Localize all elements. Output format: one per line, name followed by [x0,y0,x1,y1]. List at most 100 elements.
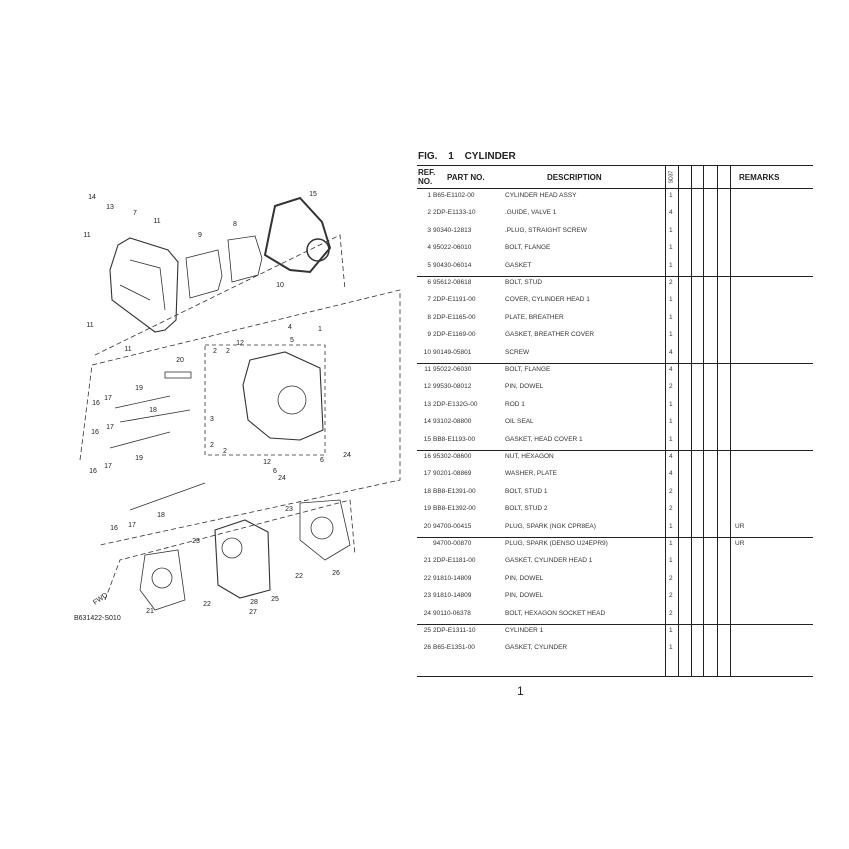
cell-ref-no: 4 [427,244,431,252]
cell-part-no: 2DP-E1191-00 [433,296,476,304]
cell-description: GASKET, CYLINDER HEAD 1 [505,557,593,565]
cell-description: OIL SEAL [505,418,534,426]
cell-ref-no: 9 [427,331,431,339]
head-cover-gasket-part [263,196,332,274]
column-divider [703,166,704,676]
part-callout: 22 [203,601,211,608]
part-callout: 19 [135,455,143,462]
part-callout: 21 [146,608,154,615]
cell-description: PIN, DOWEL [505,383,544,391]
cell-qty: 2 [669,592,673,600]
cylinder-part [214,519,271,599]
cell-description: CYLINDER 1 [505,627,544,634]
cylinder-gasket-part [139,549,186,611]
header-remarks: REMARKS [739,173,780,182]
cell-part-no: 94700-00415 [433,522,472,530]
part-callout: 18 [157,512,165,519]
cell-description: BOLT, STUD 2 [505,505,548,513]
header-qty-code: SD37 [668,170,675,184]
cell-ref-no: 7 [427,296,431,304]
cell-description: GASKET, BREATHER COVER [505,331,595,339]
cell-description: BOLT, FLANGE [505,244,551,252]
part-callout: 6 [320,457,324,464]
cell-part-no: 2DP-E1165-00 [433,313,476,321]
cell-part-no: B65-E1102-00 [433,192,475,199]
cell-ref-no: 8 [427,313,431,321]
cell-remarks: UR [735,540,745,547]
cell-description: WASHER, PLATE [505,470,558,478]
cell-description: SCREW [505,348,530,356]
column-divider [730,166,731,676]
cell-description: BOLT, FLANGE [505,366,551,373]
cell-description: BOLT, HEXAGON SOCKET HEAD [505,609,606,617]
part-callout: 23 [285,506,293,513]
cell-part-no: 2DP-E1133-10 [433,209,476,217]
part-callout: 4 [288,324,292,331]
part-callout: 15 [309,191,317,198]
part-callout: 12 [236,340,244,347]
diagram-code: B631422-S010 [74,615,121,622]
cell-ref-no: 11 [424,366,431,373]
cell-part-no: 95022-06030 [433,366,472,373]
cell-part-no: 90110-06378 [433,609,471,617]
cell-qty: 1 [669,540,673,547]
part-callout: 12 [263,459,271,466]
column-divider [678,166,679,676]
cell-ref-no: 19 [423,505,431,513]
cell-part-no: BB8-E1391-00 [433,487,476,495]
part-callout: 1 [318,326,322,333]
part-callout: 19 [135,385,143,392]
cell-part-no: 95022-06010 [433,244,472,252]
cell-qty: 4 [669,453,673,460]
header-ref-no: REF.NO. [418,168,436,186]
part-callout: 5 [290,337,294,344]
part-callout: 2 [210,442,214,449]
head-group-boundary [79,289,401,546]
cell-ref-no: 17 [423,470,431,478]
cylinder-group-boundary [104,499,356,601]
cell-part-no: 91810-14809 [433,592,472,600]
spark-plug-part [164,371,192,379]
cell-part-no: 2DP-E1169-00 [433,331,476,339]
cell-qty: 1 [669,557,673,565]
cell-qty: 2 [669,383,673,391]
cell-qty: 1 [669,261,673,269]
column-divider [691,166,692,676]
part-callout: 11 [83,232,90,239]
cell-ref-no: 6 [427,279,431,286]
cell-qty: 1 [669,400,673,408]
part-callout: 17 [106,424,114,431]
part-callout: 16 [89,468,97,475]
part-callout: 2 [226,348,230,355]
part-callout: 17 [104,395,112,402]
part-callout: 2 [213,348,217,355]
cell-qty: 4 [669,209,673,217]
part-callout: 8 [233,221,237,228]
part-callout: 25 [271,596,279,603]
breather-plate-part [227,235,263,283]
cell-qty: 1 [669,244,673,252]
header-part-no: PART NO. [447,173,485,182]
group-divider [417,537,813,538]
cell-description: .PLUG, STRAIGHT SCREW [505,226,587,234]
cylinder-head-part [242,351,324,441]
cell-description: GASKET [505,261,532,269]
cell-description: PIN, DOWEL [505,574,544,582]
cell-part-no: 2DP-E1311-10 [433,627,476,634]
cell-qty: 4 [669,470,673,478]
part-callout: 18 [149,407,157,414]
part-callout: 20 [176,357,184,364]
cell-description: PIN, DOWEL [505,592,544,600]
